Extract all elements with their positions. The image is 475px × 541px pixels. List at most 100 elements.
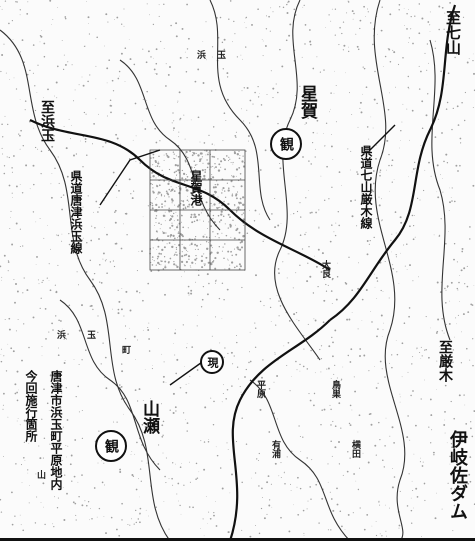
terrain-dot	[62, 486, 64, 488]
terrain-dot	[82, 166, 84, 168]
town-dot	[194, 200, 197, 203]
terrain-dot	[380, 220, 382, 222]
terrain-dot	[422, 189, 425, 192]
town-dot	[197, 213, 201, 216]
terrain-dot	[82, 237, 84, 239]
terrain-dot	[328, 198, 330, 200]
terrain-dot	[93, 123, 95, 125]
terrain-dot	[424, 349, 426, 351]
terrain-dot	[165, 482, 167, 484]
terrain-dot	[361, 192, 362, 194]
minor-label: 山	[35, 470, 45, 479]
terrain-dot	[65, 387, 67, 389]
town-dot	[232, 175, 235, 178]
terrain-dot	[135, 161, 137, 162]
terrain-dot	[133, 63, 136, 66]
town-dot	[242, 165, 246, 168]
town-dot	[164, 260, 167, 263]
terrain-dot	[158, 160, 159, 162]
terrain-dot	[284, 482, 286, 485]
terrain-dot	[393, 51, 396, 54]
terrain-dot	[350, 150, 352, 152]
town-dot	[217, 158, 219, 160]
terrain-dot	[403, 244, 405, 246]
town-dot	[166, 192, 169, 195]
terrain-dot	[147, 205, 149, 207]
minor-label: 浜	[55, 330, 65, 339]
terrain-dot	[453, 200, 456, 203]
terrain-dot	[261, 487, 263, 490]
terrain-dot	[347, 451, 349, 453]
terrain-dot	[453, 504, 456, 507]
terrain-dot	[142, 329, 144, 331]
town-dot	[206, 247, 209, 250]
terrain-dot	[49, 0, 52, 2]
town-dot	[190, 191, 193, 195]
terrain-dot	[402, 56, 404, 59]
terrain-dot	[423, 483, 425, 485]
town-dot	[218, 202, 221, 204]
terrain-dot	[6, 156, 8, 158]
terrain-dot	[452, 107, 454, 110]
town-dot	[194, 164, 197, 166]
terrain-dot	[418, 65, 420, 67]
town-dot	[211, 260, 214, 263]
town-dot	[230, 261, 234, 264]
terrain-dot	[286, 3, 288, 6]
town-dot	[152, 175, 155, 178]
town-dot	[169, 234, 171, 236]
terrain-dot	[436, 164, 439, 167]
terrain-dot	[150, 270, 153, 273]
terrain-dot	[135, 488, 138, 491]
terrain-dot	[311, 211, 313, 214]
terrain-dot	[309, 468, 310, 470]
terrain-dot	[214, 501, 216, 502]
terrain-dot	[60, 337, 62, 339]
town-dot	[194, 238, 196, 240]
terrain-dot	[340, 185, 342, 186]
terrain-dot	[146, 3, 148, 5]
terrain-dot	[238, 268, 241, 270]
terrain-dot	[382, 291, 384, 292]
terrain-dot	[118, 70, 121, 73]
terrain-dot	[449, 2, 451, 4]
terrain-dot	[449, 300, 451, 302]
terrain-dot	[354, 199, 356, 201]
terrain-dot	[411, 214, 414, 217]
terrain-dot	[75, 514, 77, 516]
terrain-dot	[420, 346, 422, 348]
terrain-dot	[51, 23, 52, 25]
terrain-dot	[142, 399, 144, 401]
terrain-dot	[345, 72, 346, 74]
terrain-dot	[195, 462, 198, 465]
terrain-dot	[423, 482, 426, 485]
terrain-dot	[115, 528, 118, 531]
terrain-dot	[298, 320, 300, 322]
terrain-dot	[16, 370, 19, 373]
minor-label: 浜	[195, 50, 205, 59]
terrain-dot	[210, 90, 213, 92]
terrain-dot	[94, 227, 96, 229]
town-dot	[159, 228, 161, 230]
terrain-dot	[444, 242, 447, 245]
terrain-dot	[147, 326, 149, 329]
terrain-dot	[363, 67, 366, 70]
terrain-dot	[286, 277, 288, 279]
terrain-dot	[44, 308, 47, 310]
terrain-dot	[116, 16, 119, 19]
terrain-dot	[329, 240, 332, 243]
town-dot	[183, 254, 186, 257]
terrain-dot	[203, 468, 206, 471]
terrain-dot	[247, 135, 250, 137]
terrain-dot	[358, 467, 361, 469]
terrain-dot	[314, 319, 317, 322]
terrain-dot	[17, 319, 19, 320]
terrain-dot	[363, 5, 365, 8]
terrain-dot	[43, 97, 44, 99]
terrain-dot	[316, 132, 318, 134]
terrain-dot	[65, 147, 68, 150]
terrain-dot	[175, 463, 176, 465]
terrain-dot	[258, 485, 260, 487]
terrain-dot	[135, 509, 137, 512]
terrain-dot	[355, 480, 357, 482]
